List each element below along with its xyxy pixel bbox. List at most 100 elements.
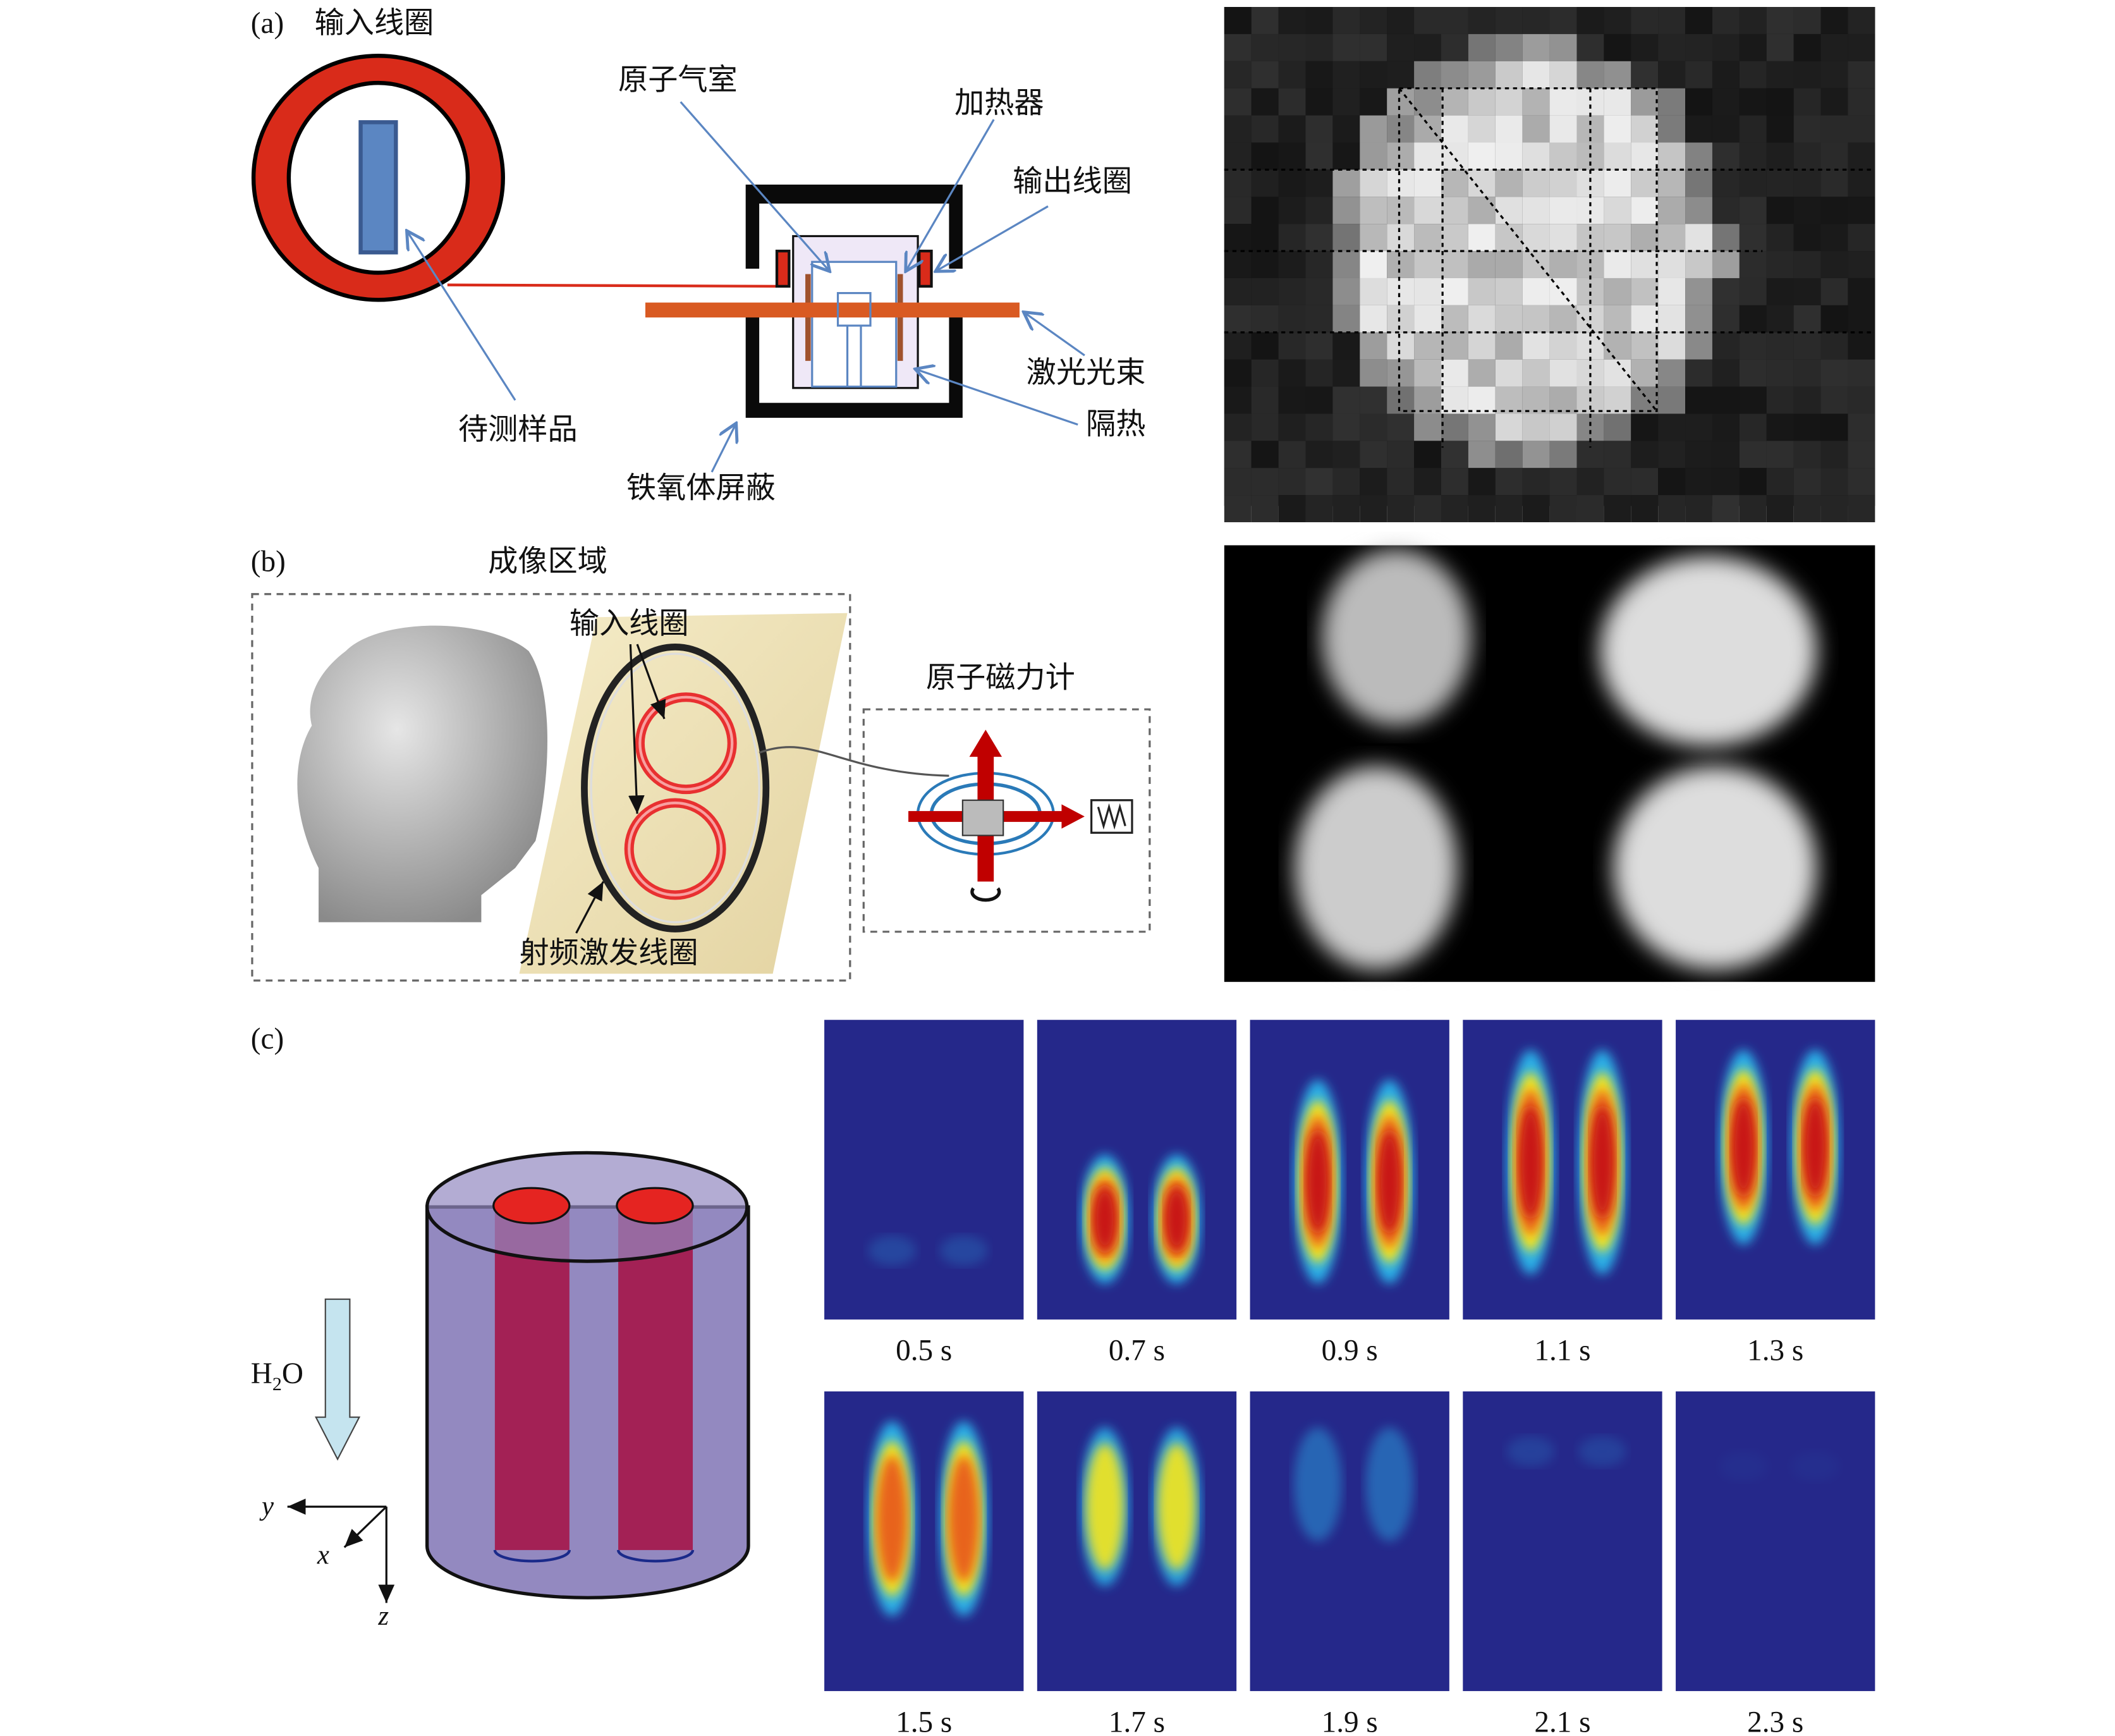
pixel <box>1414 278 1441 305</box>
pixel <box>1468 332 1496 360</box>
pixel <box>1278 468 1306 496</box>
pixel <box>1224 142 1252 170</box>
pixel <box>1278 7 1306 34</box>
pixel <box>1739 413 1767 441</box>
pixel <box>1278 88 1306 116</box>
pixel <box>1848 169 1875 197</box>
pixel <box>1305 251 1333 278</box>
pixel <box>1685 169 1712 197</box>
pixel <box>1766 359 1794 387</box>
pixel <box>1278 278 1306 305</box>
pixel <box>1766 495 1794 523</box>
pixel <box>1224 413 1252 441</box>
heater-label: 加热器 <box>954 85 1044 120</box>
pixel <box>1360 115 1387 143</box>
coil-lead <box>759 746 949 777</box>
pixel <box>1549 359 1577 387</box>
pixel <box>1441 413 1468 441</box>
pixel <box>1414 224 1441 252</box>
pixel <box>1793 7 1821 34</box>
pixel <box>1224 251 1252 278</box>
pixel <box>1522 386 1550 414</box>
pixel <box>1360 413 1387 441</box>
pixel <box>1495 197 1523 224</box>
pixel <box>1604 495 1631 523</box>
pixel <box>1387 224 1415 252</box>
pixel <box>1631 332 1659 360</box>
pixel <box>1604 115 1631 143</box>
pixel <box>1468 278 1496 305</box>
pixel <box>1658 278 1686 305</box>
pixel <box>1387 7 1415 34</box>
pixel <box>1305 495 1333 523</box>
pixel <box>1576 34 1604 61</box>
pixel <box>1793 495 1821 523</box>
pixel <box>1712 332 1740 360</box>
panel-a: (a) 输入线圈 原子气室 加热器 输出线圈 激光光束 隔热 <box>251 6 1875 523</box>
pixel <box>1387 197 1415 224</box>
pixel <box>1820 142 1848 170</box>
pixel <box>1820 359 1848 387</box>
pixel <box>1549 34 1577 61</box>
pixel <box>1631 169 1659 197</box>
pixel <box>1658 495 1686 523</box>
heatmap-blob <box>1085 1443 1125 1570</box>
pixel <box>1631 386 1659 414</box>
pixel <box>1495 88 1523 116</box>
pixel <box>1739 441 1767 468</box>
pixel <box>1631 7 1659 34</box>
pixel <box>1685 305 1712 333</box>
pixel <box>1685 386 1712 414</box>
pixel <box>1332 197 1360 224</box>
pixel <box>1305 278 1333 305</box>
pixel <box>1332 7 1360 34</box>
pixel <box>1522 441 1550 468</box>
pixel <box>1631 115 1659 143</box>
pixel <box>1576 169 1604 197</box>
pixel <box>1848 386 1875 414</box>
frame-time-label: 1.3 s <box>1747 1335 1803 1367</box>
pixel <box>1685 278 1712 305</box>
pixel <box>1631 278 1659 305</box>
pixel <box>1332 88 1360 116</box>
pixel <box>1305 115 1333 143</box>
pixel <box>1576 251 1604 278</box>
pixel <box>1251 224 1279 252</box>
pixel <box>1631 197 1659 224</box>
pixel <box>1360 495 1387 523</box>
heatmap-frame: 0.9 s <box>1250 1020 1449 1367</box>
pixel <box>1793 441 1821 468</box>
pixel <box>1495 34 1523 61</box>
pixel <box>1712 305 1740 333</box>
atom-cell <box>811 260 898 388</box>
pixel <box>1251 413 1279 441</box>
pixel <box>1685 413 1712 441</box>
pixel <box>1468 88 1496 116</box>
pixel <box>1224 7 1252 34</box>
pixel <box>1793 305 1821 333</box>
pixel <box>1332 441 1360 468</box>
pixel <box>1278 61 1306 89</box>
pixel <box>1495 413 1523 441</box>
pixel <box>1549 305 1577 333</box>
pixel <box>1604 169 1631 197</box>
pixel <box>1658 251 1686 278</box>
pixel <box>1468 468 1496 496</box>
panel-c-label: (c) <box>251 1022 284 1055</box>
pixel <box>1549 197 1577 224</box>
pixel <box>1712 88 1740 116</box>
pixel <box>1251 251 1279 278</box>
pixel <box>1468 7 1496 34</box>
pixel <box>1604 7 1631 34</box>
pixel <box>1360 386 1387 414</box>
pixel <box>1278 251 1306 278</box>
rf-coil-label: 射频激发线圈 <box>519 936 698 970</box>
pixel <box>1414 386 1441 414</box>
pixel <box>1441 441 1468 468</box>
pixel <box>1468 386 1496 414</box>
pixel <box>1631 142 1659 170</box>
pixel <box>1414 305 1441 333</box>
pixel <box>1576 7 1604 34</box>
pixel <box>1224 278 1252 305</box>
pixel <box>1278 441 1306 468</box>
